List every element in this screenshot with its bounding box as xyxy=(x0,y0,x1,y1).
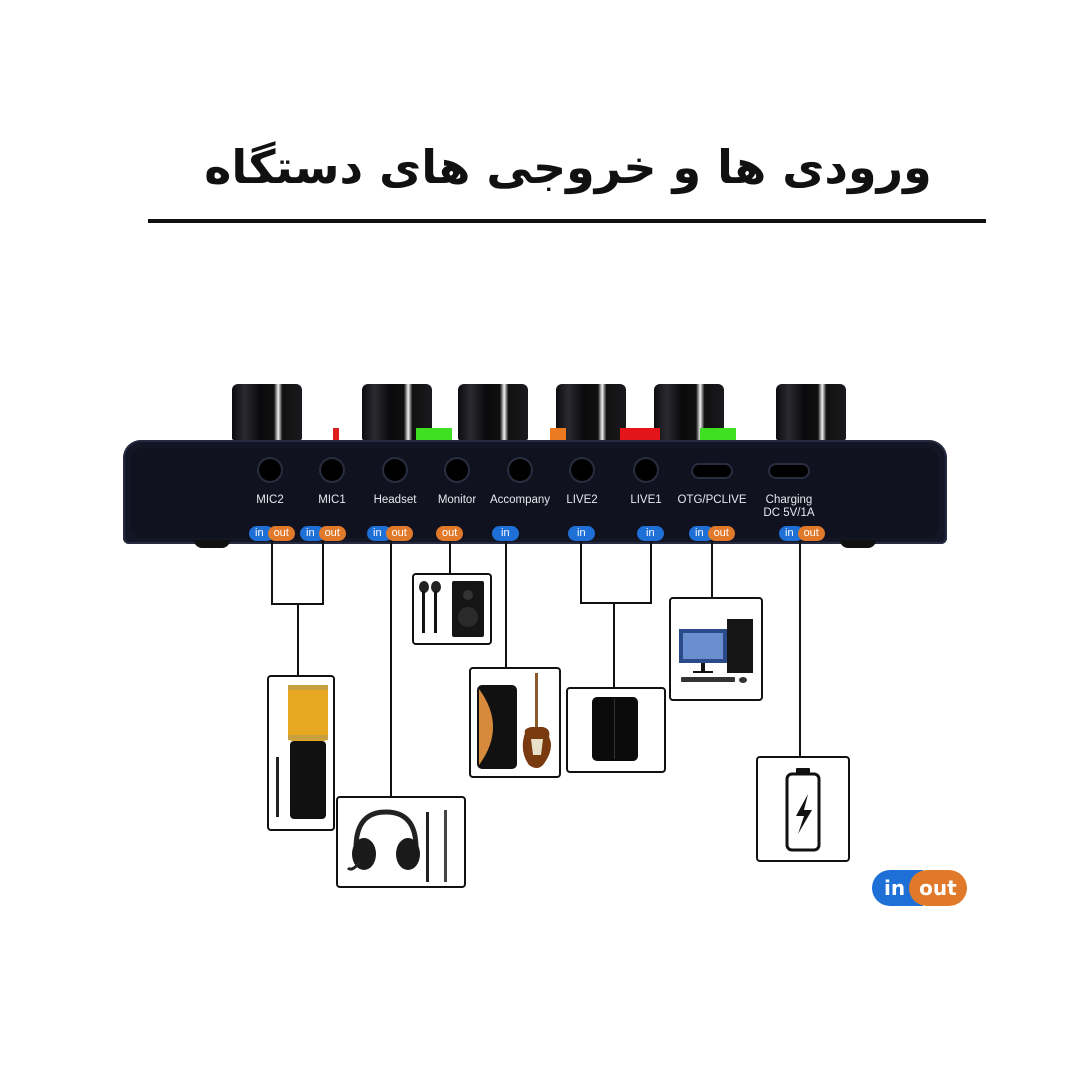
connector-live xyxy=(580,541,582,603)
connector-headset xyxy=(390,541,392,798)
smartphone-icon xyxy=(592,697,638,761)
headset-box xyxy=(336,796,466,888)
accompany-jack[interactable] xyxy=(509,459,531,481)
live1-jack[interactable] xyxy=(635,459,657,481)
device-foot-right xyxy=(840,540,876,548)
live2-badge: in xyxy=(568,526,595,541)
accompany-badge: in xyxy=(492,526,519,541)
earphones-speaker-box xyxy=(412,573,492,645)
connector-accompany xyxy=(505,541,507,668)
knob-4[interactable] xyxy=(556,384,626,440)
live2-jack[interactable] xyxy=(571,459,593,481)
charging-label-line1: Charging xyxy=(765,494,813,506)
mic1-jack[interactable] xyxy=(321,459,343,481)
earphones-speaker-icon xyxy=(419,581,484,637)
in-out-legend: in out xyxy=(872,870,967,906)
port-label-live2: LIVE2 xyxy=(566,494,598,506)
knob-6[interactable] xyxy=(764,384,858,440)
port-label-mic1: MIC1 xyxy=(318,494,346,506)
microphone-box xyxy=(267,675,335,831)
connector-mic xyxy=(322,541,324,605)
led-red-2 xyxy=(620,428,660,440)
connector-otg xyxy=(711,541,713,599)
phone-guitar-icon xyxy=(477,673,551,769)
port-label-live1: LIVE1 xyxy=(630,494,662,506)
headset-jack[interactable] xyxy=(384,459,406,481)
computer-box xyxy=(669,597,763,701)
led-red-1 xyxy=(333,428,339,440)
connector-live xyxy=(650,541,652,603)
legend-out: out xyxy=(909,870,967,906)
battery-charging-icon xyxy=(785,768,821,852)
port-label-otg: OTG/PCLIVE xyxy=(677,494,747,506)
condenser-microphone-icon xyxy=(276,685,328,819)
knob-1[interactable] xyxy=(220,384,314,440)
charging-usb-c-port[interactable] xyxy=(770,465,808,477)
battery-box xyxy=(756,756,850,862)
connector-live xyxy=(613,602,615,688)
port-label-charging: Charging DC 5V/1A xyxy=(744,494,834,520)
knob-3[interactable] xyxy=(458,384,528,440)
title-divider xyxy=(148,219,986,223)
connector-monitor xyxy=(449,541,451,574)
mic2-jack[interactable] xyxy=(259,459,281,481)
port-label-accompany: Accompany xyxy=(489,494,551,506)
phone-guitar-box xyxy=(469,667,561,778)
connector-live xyxy=(580,602,652,604)
port-label-monitor: Monitor xyxy=(437,494,477,506)
device-foot-left xyxy=(194,540,230,548)
smartphone-box xyxy=(566,687,666,773)
otg-usb-c-port[interactable] xyxy=(693,465,731,477)
monitor-badge: out xyxy=(436,526,464,541)
gaming-headset-icon xyxy=(346,809,447,882)
page-title: ورودی ها و خروجی های دستگاه xyxy=(204,140,932,194)
monitor-jack[interactable] xyxy=(446,459,468,481)
led-green-1 xyxy=(416,428,452,440)
connector-mic xyxy=(271,541,273,605)
port-label-headset: Headset xyxy=(373,494,417,506)
led-green-2 xyxy=(700,428,736,440)
port-label-mic2: MIC2 xyxy=(256,494,284,506)
charging-label-line2: DC 5V/1A xyxy=(763,507,815,519)
desktop-computer-icon xyxy=(679,619,753,683)
connector-charging xyxy=(799,541,801,758)
connector-mic xyxy=(297,603,299,677)
led-orange-1 xyxy=(550,428,566,440)
live1-badge: in xyxy=(637,526,664,541)
